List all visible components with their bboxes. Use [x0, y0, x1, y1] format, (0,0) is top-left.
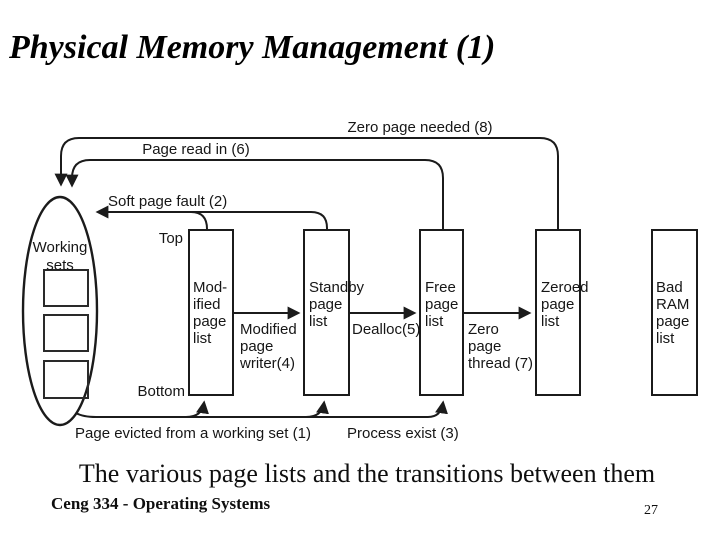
modified-page-writer-label: Modified	[240, 321, 297, 338]
bad-ram-page-list-label: Bad	[656, 279, 683, 296]
zero-page-thread-label: page	[468, 338, 501, 355]
zero-page-needed-arrow	[54, 137, 559, 230]
page-evicted-label: Page evicted from a working set (1)	[75, 425, 311, 442]
page-read-in-arrow	[65, 159, 444, 230]
zeroed-page-list-label: Zeroed	[541, 279, 589, 296]
soft-page-fault-arrow	[95, 205, 328, 230]
working-sets-label: Working	[33, 239, 88, 256]
modified-page-list-label: page	[193, 313, 226, 330]
bottom-label: Bottom	[137, 383, 185, 400]
page-evicted-branch-modified	[185, 400, 209, 418]
working-set-square	[43, 314, 89, 352]
bad-ram-page-list-label: RAM	[656, 296, 689, 313]
modified-page-list-box	[188, 229, 234, 396]
zero-page-thread-label: Zero	[468, 321, 499, 338]
bad-ram-page-list-label: page	[656, 313, 689, 330]
zeroed-page-list-box	[535, 229, 581, 396]
free-page-list-label: Free	[425, 279, 456, 296]
zeroed-page-list-label: page	[541, 296, 574, 313]
working-sets-label: sets	[46, 257, 74, 274]
page-read-in-label: Page read in (6)	[142, 141, 250, 158]
modified-page-list-label: Mod-	[193, 279, 227, 296]
free-page-list-label: page	[425, 296, 458, 313]
standby-page-list-label: Standby	[309, 279, 365, 296]
modified-page-writer-label: page	[240, 338, 273, 355]
page-number: 27	[644, 503, 658, 518]
zeroed-page-list-label: list	[541, 313, 560, 330]
working-sets-ellipse	[21, 195, 99, 427]
working-set-square	[43, 269, 89, 307]
dealloc-label: Dealloc(5)	[352, 321, 420, 338]
soft-page-fault-branch	[190, 211, 208, 230]
standby-page-list-label: list	[309, 313, 328, 330]
zero-page-thread-label: thread (7)	[468, 355, 533, 372]
modified-page-list-label: ified	[193, 296, 221, 313]
working-set-square	[43, 360, 89, 399]
modified-page-writer-label: writer(4)	[239, 355, 295, 372]
zero-page-needed-label: Zero page needed (8)	[347, 119, 492, 136]
standby-page-list-label: page	[309, 296, 342, 313]
soft-page-fault-label: Soft page fault (2)	[108, 193, 227, 210]
free-page-list-box	[419, 229, 464, 396]
slide-title: Physical Memory Management (1)	[9, 29, 496, 66]
bad-ram-page-list-label: list	[656, 330, 675, 347]
page-evicted-branch-standby	[305, 400, 329, 418]
process-exist-label: Process exist (3)	[347, 425, 459, 442]
free-page-list-label: list	[425, 313, 444, 330]
slide-caption: The various page lists and the transitio…	[78, 459, 656, 488]
top-label: Top	[159, 230, 183, 247]
course-footer: Ceng 334 - Operating Systems	[51, 494, 271, 513]
bad-ram-page-list-box	[651, 229, 698, 396]
modified-page-list-label: list	[193, 330, 212, 347]
page-evicted-line	[75, 400, 448, 418]
